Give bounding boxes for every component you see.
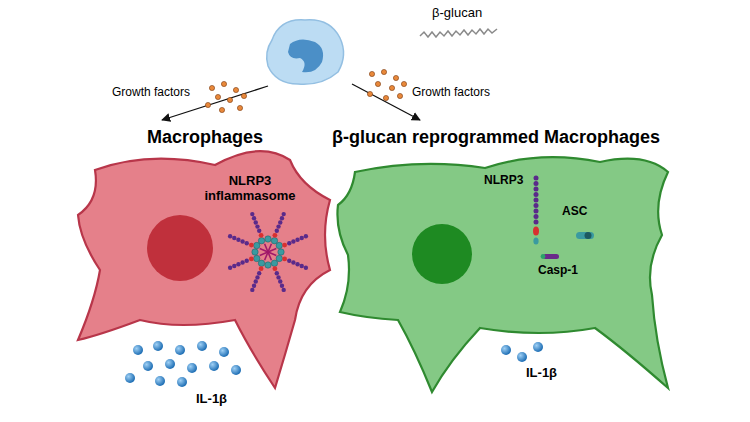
complex-label: NLRP3 inflammasome [198,174,302,204]
caspase-symbol [541,254,559,259]
protein-label: ASC [562,205,587,219]
cell-heading: β-glucan reprogrammed Macrophages [332,127,660,148]
reprogrammed-cell [337,157,668,392]
monocyte-cell [267,20,344,84]
il1b-dots [501,342,543,362]
asc-symbol [576,232,594,239]
protein-label: NLRP3 [484,174,523,188]
cell-group: Macrophages [68,124,348,396]
macrophage-cell [78,151,330,388]
cytokine-label: IL-1β [526,366,557,381]
cytokine-label: IL-1β [196,392,227,407]
glucan-strand [420,29,497,37]
inflammasome-symbol [228,212,308,292]
cell-heading: Macrophages [147,127,263,148]
molecule-label: β-glucan [432,6,482,21]
protein-label: Casp-1 [538,264,578,278]
nucleus [147,215,213,281]
cell-outline [332,124,677,396]
differentiation-arrow [352,84,420,120]
cell-group: β-glucan reprogrammed Macrophages [332,124,677,396]
factor-label: Growth factors [412,86,490,100]
nucleus [412,224,472,284]
growth-factor-dots [205,69,406,112]
cell-outline [68,124,348,396]
il1b-dots [125,341,241,387]
nlrp3-symbol [533,176,539,245]
factor-label: Growth factors [112,86,190,100]
